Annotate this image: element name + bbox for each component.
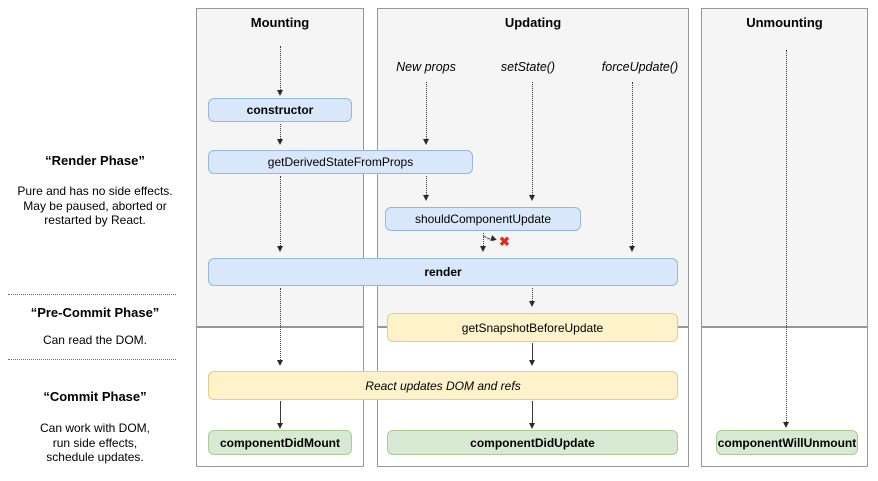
arrowhead (479, 246, 486, 252)
skip-update-x-icon: ✖ (499, 234, 510, 249)
arrow-forceupdate-to-render (632, 82, 633, 246)
render-phase-line-2: May be paused, aborted or (23, 198, 167, 213)
mounting-column-title: Mounting (250, 15, 310, 30)
pre-commit-phase-title: “Pre-Commit Phase” (30, 305, 160, 320)
node-component-did-update: componentDidUpdate (387, 430, 678, 455)
arrow-render-to-reactupdates (280, 288, 281, 360)
arrow-mounting-to-constructor (280, 46, 281, 90)
render-phase-title: “Render Phase” (45, 153, 145, 168)
arrowhead (276, 423, 283, 429)
arrow-getderivedstate-to-render (280, 176, 281, 246)
arrowhead (422, 139, 429, 145)
arrowhead (628, 246, 635, 252)
commit-phase-description: Can work with DOM, run side effects, sch… (4, 421, 186, 465)
trigger-set-state: setState() (500, 60, 556, 74)
commit-phase-title: “Commit Phase” (43, 389, 147, 404)
commit-phase-line-1: Can work with DOM, (39, 421, 151, 435)
arrow-getsnapshot-to-reactupdates (532, 343, 533, 360)
arrowhead (528, 301, 535, 307)
arrowhead (422, 195, 429, 201)
pre-commit-phase-description: Can read the DOM. (4, 333, 186, 348)
arrow-setstate-to-shouldupdate (532, 82, 533, 195)
arrow-reactupdates-to-didupdate (532, 401, 533, 423)
arrow-reactupdates-to-didmount (280, 401, 281, 423)
trigger-force-update: forceUpdate() (601, 60, 679, 74)
commit-phase-line-2: run side effects, (52, 435, 138, 450)
pre-commit-phase-line-1: Can read the DOM. (42, 333, 148, 347)
node-constructor: constructor (208, 98, 352, 122)
arrowhead (528, 195, 535, 201)
arrowhead (528, 360, 535, 366)
render-phase-line-1: Pure and has no side effects. (17, 184, 173, 198)
unmounting-column-render-region (701, 8, 868, 327)
arrow-shouldupdate-to-render (483, 233, 484, 246)
render-phase-line-3: restarted by React. (44, 213, 146, 227)
node-get-derived-state-from-props: getDerivedStateFromProps (208, 150, 473, 174)
node-get-snapshot-before-update: getSnapshotBeforeUpdate (387, 313, 678, 342)
phase-separator (8, 359, 176, 360)
render-phase-description: Pure and has no side effects. May be pau… (4, 184, 186, 228)
arrowhead (276, 246, 283, 252)
arrowhead (276, 90, 283, 96)
arrow-unmounting-to-willunmount (786, 50, 787, 422)
arrow-getderivedstate-to-shouldupdate (426, 176, 427, 195)
node-component-did-mount: componentDidMount (208, 430, 352, 455)
node-render: render (208, 258, 678, 286)
updating-column-title: Updating (504, 15, 562, 30)
node-react-updates-dom-and-refs: React updates DOM and refs (208, 371, 678, 400)
arrowhead (276, 139, 283, 145)
node-should-component-update: shouldComponentUpdate (385, 207, 581, 231)
arrow-render-to-getsnapshot (532, 288, 533, 301)
phase-separator (8, 294, 176, 295)
unmounting-column-title: Unmounting (746, 15, 823, 30)
commit-phase-line-3: schedule updates. (46, 450, 144, 464)
arrowhead (276, 360, 283, 366)
arrowhead (782, 422, 789, 428)
arrow-newprops-to-getderivedstate (426, 82, 427, 139)
node-component-will-unmount: componentWillUnmount (716, 430, 858, 455)
trigger-new-props: New props (396, 60, 456, 74)
arrowhead (528, 423, 535, 429)
arrow-constructor-to-getderivedstate (280, 124, 281, 139)
